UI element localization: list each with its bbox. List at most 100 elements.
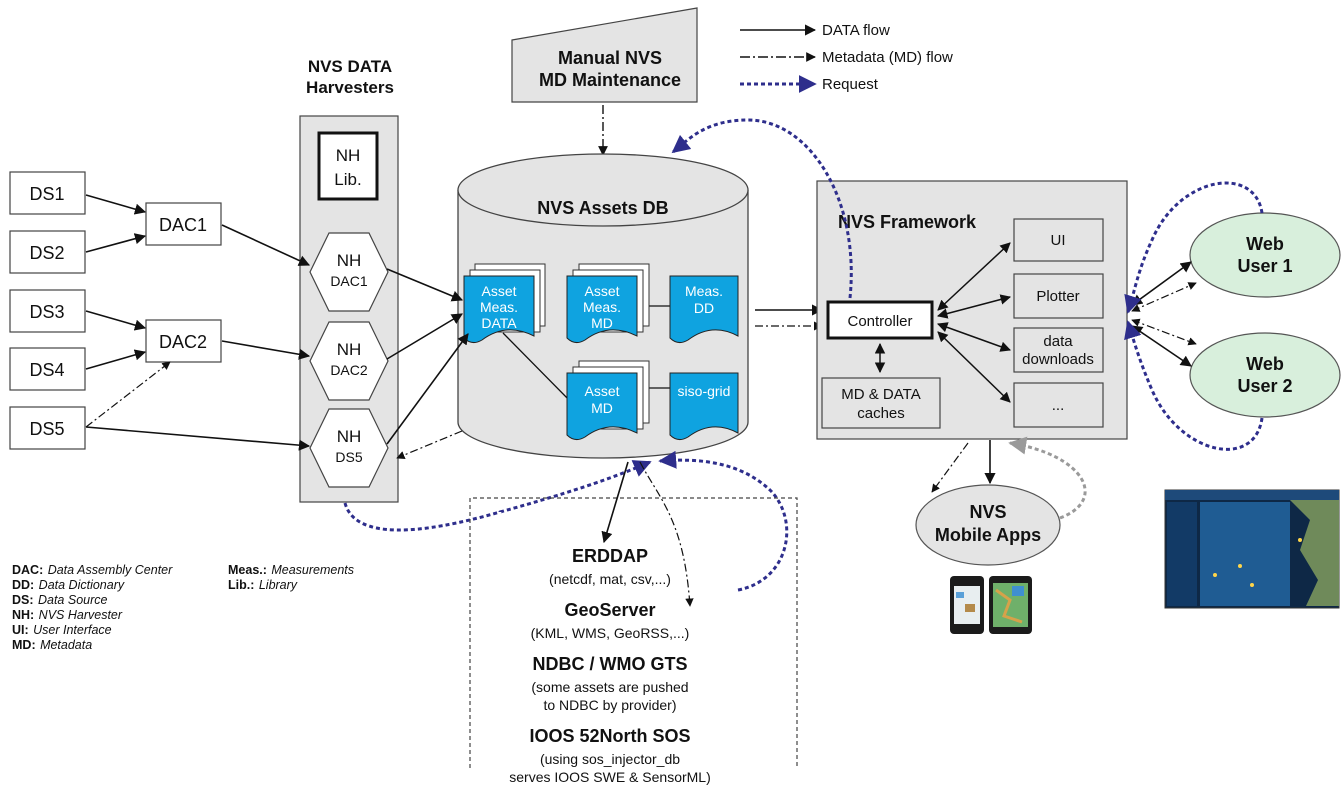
legend-data-flow-label: DATA flow (822, 22, 890, 39)
request-user1-to-framework (1124, 181, 1264, 314)
source-arrows (85, 194, 311, 451)
abbreviations-legend: DAC: Data Assembly Center DD: Data Dicti… (12, 561, 354, 652)
nh-ds5-line1: NH (337, 427, 362, 446)
abbr-ui: UI: User Interface (12, 621, 112, 638)
asset-md-line1: Asset (584, 383, 619, 399)
ioos-sub2: serves IOOS SWE & SensorML) (509, 769, 711, 785)
source-ds5-label: DS5 (29, 419, 64, 439)
module-ui: UI (1013, 218, 1104, 262)
abbr-meas: Meas.: Measurements (228, 561, 354, 578)
module-more-label: ... (1052, 397, 1065, 414)
abbr-dac: DAC: Data Assembly Center (12, 561, 173, 578)
source-ds1: DS1 (9, 171, 86, 215)
manual-line2: MD Maintenance (539, 70, 681, 90)
db-services-arrows (601, 461, 694, 607)
web-user-2-line1: Web (1246, 354, 1284, 374)
asset-meas-md-line2: Meas. (583, 299, 621, 315)
web-user-2-line2: User 2 (1237, 376, 1292, 396)
nh-ds5-line2: DS5 (335, 449, 362, 465)
request-user2-to-framework (1124, 320, 1264, 451)
source-ds1-label: DS1 (29, 184, 64, 204)
mobile-line2: Mobile Apps (935, 525, 1041, 545)
harvesters-panel: NVS DATA Harvesters NH Lib. NH DAC1 NH D… (299, 57, 399, 503)
ioos-title: IOOS 52North SOS (529, 726, 690, 746)
request-paths (343, 118, 1264, 592)
meas-dd-line1: Meas. (685, 283, 723, 299)
source-ds4-label: DS4 (29, 360, 64, 380)
source-ds2: DS2 (9, 230, 86, 274)
doc-siso-grid: siso-grid (669, 372, 739, 441)
legend: DATA flow Metadata (MD) flow Request (740, 22, 953, 93)
source-ds5: DS5 (9, 406, 86, 450)
nvs-assets-db: NVS Assets DB Asset Meas. DATA Asset Mea… (457, 153, 749, 459)
module-plotter-label: Plotter (1036, 288, 1079, 305)
abbr-ds: DS: Data Source (12, 591, 108, 608)
nvs-mobile-apps: NVS Mobile Apps (915, 484, 1061, 566)
controller-box: Controller (826, 300, 934, 340)
doc-meas-dd: Meas. DD (669, 275, 739, 344)
asset-meas-md-line3: MD (591, 315, 613, 331)
controller-label: Controller (847, 313, 912, 330)
abbr-dd: DD: Data Dictionary (12, 576, 125, 593)
nh-lib-box (317, 131, 379, 201)
harvesters-title-line1: NVS DATA (308, 57, 392, 76)
nh-lib-line2: Lib. (334, 170, 361, 189)
module-data-downloads-line2: downloads (1022, 351, 1094, 368)
ioos-sub1: (using sos_injector_db (540, 751, 680, 767)
dac1-label: DAC1 (159, 215, 207, 235)
dac2-box: DAC2 (145, 319, 222, 363)
web-user-1-line2: User 1 (1237, 256, 1292, 276)
source-ds3-label: DS3 (29, 302, 64, 322)
erddap-title: ERDDAP (572, 546, 648, 566)
harvester-db-arrows (386, 268, 469, 459)
nh-dac1-node: NH DAC1 (309, 232, 389, 312)
source-ds2-label: DS2 (29, 243, 64, 263)
caches-box: MD & DATA caches (821, 377, 941, 429)
web-user-1: Web User 1 (1189, 212, 1341, 298)
manual-line1: Manual NVS (558, 48, 662, 68)
module-plotter: Plotter (1013, 273, 1104, 319)
request-harvesters-to-db (343, 460, 652, 532)
mobile-screenshots (950, 576, 1032, 634)
doc-asset-meas-data: Asset Meas. DATA (463, 263, 546, 344)
web-map-screenshot (1164, 489, 1340, 609)
module-data-downloads: data downloads (1013, 327, 1104, 373)
data-sources: DS1 DS2 DS3 DS4 DS5 (9, 171, 86, 450)
manual-md-maintenance: Manual NVS MD Maintenance (511, 7, 698, 103)
web-user-2: Web User 2 (1189, 332, 1341, 418)
meas-dd-line2: DD (694, 300, 714, 316)
harvesters-title-line2: Harvesters (306, 78, 394, 97)
services-box: ERDDAP (netcdf, mat, csv,...) GeoServer … (469, 497, 798, 785)
asset-md-line2: MD (591, 400, 613, 416)
nh-lib-line1: NH (336, 146, 361, 165)
legend-metadata-flow-label: Metadata (MD) flow (822, 49, 953, 66)
dac1-box: DAC1 (145, 202, 222, 246)
controller-module-arrows (936, 242, 1012, 403)
asset-meas-data-line1: Asset (481, 283, 516, 299)
caches-line1: MD & DATA (841, 386, 920, 403)
ndbc-title: NDBC / WMO GTS (533, 654, 688, 674)
asset-meas-data-line3: DATA (481, 315, 517, 331)
dac2-label: DAC2 (159, 332, 207, 352)
nh-dac2-line2: DAC2 (330, 362, 368, 378)
framework-title: NVS Framework (838, 212, 977, 232)
legend-request-label: Request (822, 76, 879, 93)
nh-dac1-line2: DAC1 (330, 273, 368, 289)
abbr-lib: Lib.: Library (228, 576, 298, 593)
doc-asset-meas-md: Asset Meas. MD (566, 263, 650, 344)
nh-dac1-line1: NH (337, 251, 362, 270)
asset-meas-md-line1: Asset (584, 283, 619, 299)
module-ui-label: UI (1051, 232, 1066, 249)
erddap-sub: (netcdf, mat, csv,...) (549, 571, 671, 587)
source-ds3: DS3 (9, 289, 86, 333)
framework-mobile-arrows (931, 436, 1087, 520)
request-services-to-db (658, 450, 789, 592)
framework-user-arrows (1131, 261, 1197, 367)
geoserver-sub: (KML, WMS, GeoRSS,...) (531, 625, 690, 641)
request-framework-to-db (671, 118, 853, 299)
nh-dac2-line1: NH (337, 340, 362, 359)
web-user-1-line1: Web (1246, 234, 1284, 254)
module-more: ... (1013, 382, 1104, 428)
db-framework-arrows (755, 304, 824, 331)
